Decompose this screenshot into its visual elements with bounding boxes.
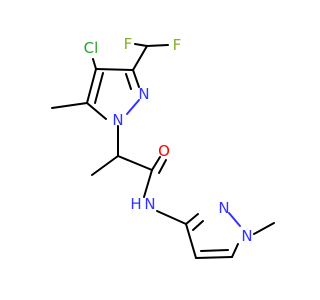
bond-c3b-n2b	[185, 213, 199, 225]
bond-c4-c5	[86, 68, 97, 104]
bond-chf2-c3	[132, 45, 148, 71]
bond-nh-c3b	[156, 210, 187, 225]
bond-c3-n2	[132, 69, 140, 88]
bond-c3-n2-double	[125, 73, 132, 90]
bond-co-o	[151, 156, 161, 171]
atom-labels: Cl F F N N O N H N N	[84, 35, 253, 245]
bond-n2-n1	[126, 99, 140, 115]
bond-c5b-n1b	[231, 243, 239, 258]
hetero-bonds	[126, 99, 241, 227]
bond-c4-c5-double	[94, 72, 104, 104]
atom-n-amide: N	[144, 195, 155, 213]
bond-c4-cl	[92, 58, 97, 70]
bond-c3b-n2b-double	[192, 220, 204, 231]
atom-n-ring2-b: N	[241, 227, 252, 245]
bond-c3b-c4b	[185, 223, 197, 259]
bond-c4b-c5b-double	[200, 249, 229, 252]
atom-f1: F	[124, 35, 133, 53]
bond-co-nh	[143, 169, 153, 198]
bond-c5-methyl	[51, 102, 88, 109]
bond-c4b-c5b	[195, 256, 233, 259]
bond-co-o-double	[158, 159, 167, 174]
bond-c3-c4	[95, 68, 134, 71]
bond-ch-co	[117, 155, 153, 171]
bond-c5-n1	[86, 102, 107, 120]
bond-ch-ch3	[91, 155, 119, 176]
atom-n-ring1-b: N	[112, 111, 123, 129]
atom-f2: F	[173, 36, 182, 54]
atom-cl: Cl	[84, 39, 99, 57]
atom-n-ring1-a: N	[138, 85, 149, 103]
bond-chf2-f1	[134, 43, 148, 47]
bond-n1b-n2b	[228, 212, 241, 227]
atom-h-amide: H	[130, 195, 141, 213]
bond-chf2-f2	[146, 44, 169, 47]
atom-n-ring2-a: N	[218, 199, 229, 217]
bonds	[51, 43, 275, 259]
molecule-structure-diagram: Cl F F N N O N H N N	[51, 35, 275, 259]
molecule-svg: Cl F F N N O N H N N	[51, 35, 275, 259]
atom-o: O	[158, 142, 170, 160]
bond-n1b-methyl	[253, 222, 275, 235]
